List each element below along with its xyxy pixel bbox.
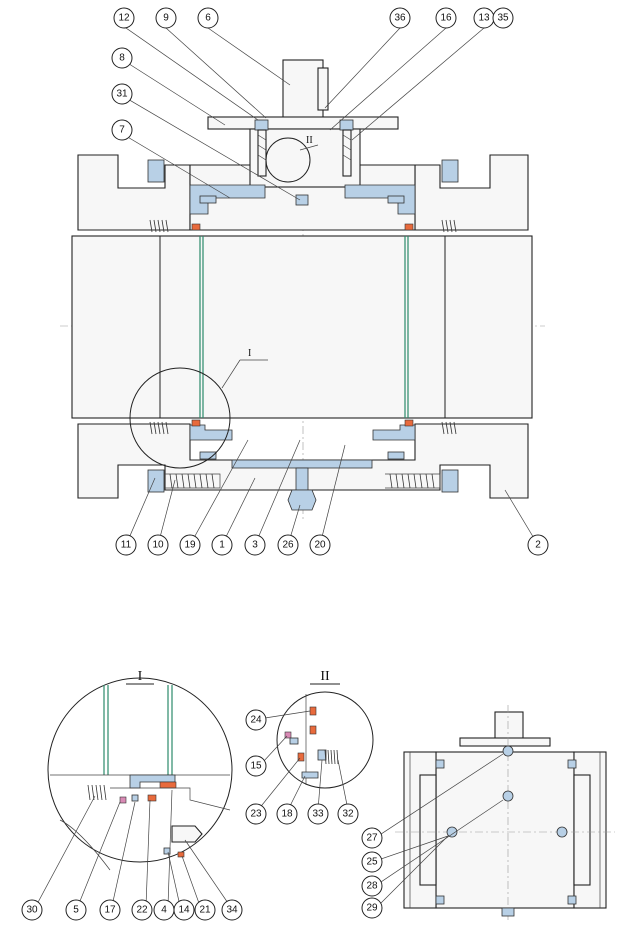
callout-2: 2 (527, 534, 549, 556)
callout-31: 31 (111, 83, 133, 105)
callout-9: 9 (155, 7, 177, 29)
svg-text:2: 2 (535, 540, 541, 551)
callout-6: 6 (197, 7, 219, 29)
svg-text:32: 32 (342, 809, 354, 820)
callout-16: 16 (435, 7, 457, 29)
svg-text:24: 24 (250, 715, 262, 726)
svg-text:31: 31 (116, 89, 128, 100)
svg-text:9: 9 (163, 13, 169, 24)
detail-I-title: I (138, 669, 143, 684)
callout-12: 12 (113, 7, 135, 29)
svg-text:13: 13 (478, 13, 490, 24)
svg-text:4: 4 (161, 905, 167, 916)
callout-10: 10 (147, 534, 169, 556)
svg-text:30: 30 (26, 905, 38, 916)
svg-text:22: 22 (136, 905, 148, 916)
main-I-marker: I (248, 348, 251, 359)
svg-text:5: 5 (73, 905, 79, 916)
detail-II-title: II (320, 669, 330, 684)
svg-text:28: 28 (366, 881, 378, 892)
callout-36: 36 (389, 7, 411, 29)
svg-text:16: 16 (440, 13, 452, 24)
callout-29: 29 (361, 897, 383, 919)
callout-33: 33 (307, 803, 329, 825)
callout-8: 8 (111, 47, 133, 69)
callout-18: 18 (276, 803, 298, 825)
callout-3: 3 (244, 534, 266, 556)
detail-II: II 24 15 23 18 33 32 (245, 669, 374, 825)
callout-5: 5 (65, 899, 87, 921)
svg-text:3: 3 (252, 540, 258, 551)
callout-17: 17 (99, 899, 121, 921)
callout-23: 23 (245, 803, 267, 825)
svg-text:27: 27 (366, 833, 378, 844)
svg-text:6: 6 (205, 13, 211, 24)
callout-26: 26 (277, 534, 299, 556)
callout-13: 13 (473, 7, 495, 29)
main-callouts: 12 9 6 36 16 13 35 8 31 7 11 10 19 1 3 2… (111, 7, 549, 556)
side-view: 27 25 28 29 (361, 705, 615, 920)
svg-text:1: 1 (219, 540, 225, 551)
svg-text:29: 29 (366, 903, 378, 914)
svg-text:15: 15 (250, 761, 262, 772)
svg-text:8: 8 (119, 53, 125, 64)
main-II-marker: II (306, 135, 313, 146)
svg-text:7: 7 (119, 125, 125, 136)
callout-34: 34 (221, 899, 243, 921)
callout-19: 19 (179, 534, 201, 556)
callout-4: 4 (153, 899, 175, 921)
callout-32: 32 (337, 803, 359, 825)
svg-text:11: 11 (121, 540, 132, 551)
detail-II-marker-circle (265, 137, 311, 183)
callout-35: 35 (492, 7, 514, 29)
svg-text:10: 10 (152, 540, 164, 551)
svg-text:21: 21 (199, 905, 211, 916)
svg-text:26: 26 (282, 540, 294, 551)
callout-28: 28 (361, 875, 383, 897)
svg-text:18: 18 (281, 809, 293, 820)
svg-text:19: 19 (184, 540, 196, 551)
callout-1: 1 (211, 534, 233, 556)
callout-20: 20 (309, 534, 331, 556)
svg-text:14: 14 (178, 905, 190, 916)
svg-text:35: 35 (497, 13, 509, 24)
callout-27: 27 (361, 827, 383, 849)
callout-21: 21 (194, 899, 216, 921)
callout-24: 24 (245, 709, 267, 731)
callout-7: 7 (111, 119, 133, 141)
svg-text:23: 23 (250, 809, 262, 820)
callout-15: 15 (245, 755, 267, 777)
svg-text:34: 34 (226, 905, 238, 916)
svg-text:17: 17 (104, 905, 116, 916)
callout-30: 30 (21, 899, 43, 921)
callout-11: 11 (115, 534, 137, 556)
callout-14: 14 (173, 899, 195, 921)
detail-I: I 30 5 17 22 (21, 669, 243, 921)
svg-text:33: 33 (312, 809, 324, 820)
svg-text:36: 36 (394, 13, 406, 24)
svg-text:25: 25 (366, 857, 378, 868)
callout-22: 22 (131, 899, 153, 921)
detail-I-marker-circle (129, 367, 231, 469)
svg-text:20: 20 (314, 540, 326, 551)
callout-25: 25 (361, 851, 383, 873)
main-section-view: I II (60, 27, 545, 546)
svg-text:12: 12 (118, 13, 130, 24)
